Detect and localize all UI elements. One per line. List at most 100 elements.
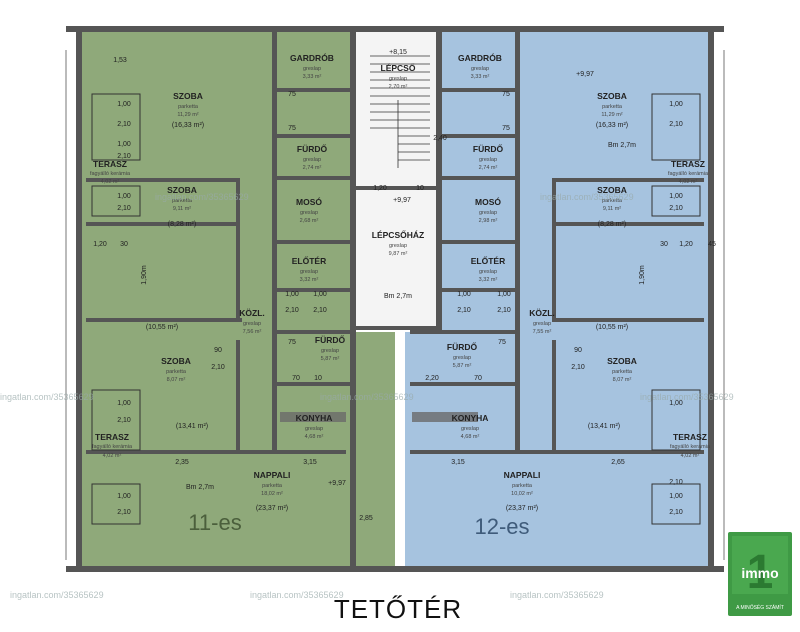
watermark: ingatlan.com/35365629 — [510, 590, 604, 600]
svg-text:3,15: 3,15 — [303, 459, 317, 466]
room-left-szoba-1: SZOBA parketta 11,29 m² (16,33 m²) — [172, 91, 204, 129]
svg-text:parketta: parketta — [172, 198, 193, 204]
svg-text:greslap: greslap — [303, 66, 321, 72]
svg-text:4,02 m²: 4,02 m² — [681, 453, 700, 459]
svg-text:fagyálló kerámia: fagyálló kerámia — [668, 171, 709, 177]
room-left-furdo-2: FÜRDŐ greslap 5,87 m² — [315, 334, 346, 362]
svg-text:75: 75 — [502, 125, 510, 132]
svg-text:5,87 m²: 5,87 m² — [321, 356, 340, 362]
svg-text:(8,28 m²): (8,28 m²) — [168, 221, 196, 228]
unit-label-11: 11-es — [188, 510, 241, 535]
svg-text:FÜRDŐ: FÜRDŐ — [315, 334, 346, 345]
svg-text:NAPPALI: NAPPALI — [254, 470, 291, 480]
logo-tagline: A MINŐSÉG SZÁMÍT — [736, 604, 784, 611]
room-lepcsohaz: LÉPCSŐHÁZ greslap 9,87 m² — [372, 229, 424, 257]
svg-text:11,29 m²: 11,29 m² — [177, 112, 198, 118]
svg-text:2,65: 2,65 — [611, 459, 625, 466]
elevation-center: +9,97 — [393, 197, 411, 204]
svg-text:(23,37 m²): (23,37 m²) — [506, 505, 538, 512]
svg-text:8,07 m²: 8,07 m² — [613, 377, 632, 383]
room-right-gardrob: GARDRÓB greslap 3,33 m² — [458, 52, 502, 80]
room-right-kozl: KÖZL. greslap 7,55 m² — [529, 308, 555, 335]
svg-text:parketta: parketta — [612, 369, 633, 375]
area-label-left: (10,55 m²) — [146, 324, 178, 331]
svg-text:18,02 m²: 18,02 m² — [261, 491, 283, 497]
svg-text:parketta: parketta — [166, 369, 187, 375]
room-right-furdo-2: FÜRDŐ greslap 5,87 m² — [447, 341, 478, 369]
room-left-terasz-1: TERASZ fagyálló kerámia 4,02 m² — [90, 159, 131, 185]
svg-text:70: 70 — [292, 375, 300, 382]
svg-text:parketta: parketta — [262, 483, 283, 489]
watermark: ingatlan.com/35365629 — [320, 392, 414, 402]
svg-text:75: 75 — [288, 339, 296, 346]
watermark: ingatlan.com/35365629 — [540, 192, 634, 202]
elevation-top-center: +8,15 — [389, 49, 407, 56]
svg-text:1,00: 1,00 — [669, 493, 683, 500]
svg-text:greslap: greslap — [243, 321, 261, 327]
svg-text:1,00: 1,00 — [117, 493, 131, 500]
svg-text:5,87 m²: 5,87 m² — [453, 363, 472, 369]
svg-text:45: 45 — [708, 241, 716, 248]
dim-top-left: 1,53 — [113, 57, 127, 64]
svg-text:FÜRDŐ: FÜRDŐ — [297, 143, 328, 154]
svg-text:greslap: greslap — [453, 355, 471, 361]
svg-text:1,00: 1,00 — [669, 101, 683, 108]
unit-12-zone — [405, 30, 712, 570]
svg-text:parketta: parketta — [602, 198, 623, 204]
svg-text:10: 10 — [314, 375, 322, 382]
svg-text:75: 75 — [288, 125, 296, 132]
outer-wall-bottom — [66, 566, 724, 572]
height-label-right: 1,90m — [639, 265, 646, 285]
ceiling-height-top-right: Bm 2,7m — [608, 142, 636, 149]
area-label-right-lower: (13,41 m²) — [588, 423, 620, 430]
svg-text:LÉPCSŐ: LÉPCSŐ — [381, 62, 416, 73]
svg-text:greslap: greslap — [389, 243, 407, 249]
svg-text:greslap: greslap — [305, 426, 323, 432]
svg-text:greslap: greslap — [479, 269, 497, 275]
svg-text:2,10: 2,10 — [117, 205, 131, 212]
svg-text:2,10: 2,10 — [669, 479, 683, 486]
svg-text:2,10: 2,10 — [669, 509, 683, 516]
room-right-szoba-2: SZOBA parketta 9,11 m² (8,28 m²) — [597, 185, 627, 228]
svg-text:10: 10 — [416, 185, 424, 192]
svg-text:75: 75 — [288, 91, 296, 98]
stairs-top — [370, 55, 430, 168]
svg-text:ELŐTÉR: ELŐTÉR — [292, 255, 326, 266]
svg-text:2,70 m²: 2,70 m² — [389, 84, 408, 90]
svg-text:4,02 m²: 4,02 m² — [103, 453, 122, 459]
svg-text:parketta: parketta — [512, 483, 533, 489]
height-label-left: 1,90m — [141, 265, 148, 285]
svg-text:TERASZ: TERASZ — [93, 159, 127, 169]
svg-text:3,33 m²: 3,33 m² — [471, 74, 490, 80]
dimension-labels: 1,00 2,10 1,00 2,10 1,00 2,10 1,20 30 90… — [93, 91, 716, 522]
svg-text:(8,28 m²): (8,28 m²) — [598, 221, 626, 228]
svg-text:greslap: greslap — [389, 76, 407, 82]
outer-wall-top — [66, 26, 724, 32]
svg-text:10,02 m²: 10,02 m² — [511, 491, 533, 497]
svg-text:greslap: greslap — [300, 210, 318, 216]
unit-label-12: 12-es — [474, 514, 529, 539]
svg-text:greslap: greslap — [461, 426, 479, 432]
svg-text:2,20: 2,20 — [425, 375, 439, 382]
svg-text:2,10: 2,10 — [117, 121, 131, 128]
svg-text:3,33 m²: 3,33 m² — [303, 74, 322, 80]
elevation-top-right: +9,97 — [576, 71, 594, 78]
svg-text:GARDRÓB: GARDRÓB — [458, 52, 502, 63]
room-left-konyha: KONYHA greslap 4,68 m² — [296, 413, 333, 440]
room-left-furdo-1: FÜRDŐ greslap 2,74 m² — [297, 143, 328, 171]
svg-text:fagyálló kerámia: fagyálló kerámia — [92, 444, 133, 450]
area-label-right: (10,55 m²) — [596, 324, 628, 331]
room-left-eloter: ELŐTÉR greslap 3,32 m² — [292, 255, 326, 283]
outer-wall-left — [76, 26, 82, 572]
svg-text:75: 75 — [498, 339, 506, 346]
svg-text:GARDRÓB: GARDRÓB — [290, 52, 334, 63]
room-right-nappali: NAPPALI parketta 10,02 m² (23,37 m²) — [504, 470, 541, 512]
svg-text:TERASZ: TERASZ — [673, 432, 707, 442]
svg-text:greslap: greslap — [479, 157, 497, 163]
svg-text:9,11 m²: 9,11 m² — [603, 206, 621, 212]
svg-text:SZOBA: SZOBA — [161, 356, 191, 366]
svg-text:1,20: 1,20 — [679, 241, 693, 248]
svg-text:fagyálló kerámia: fagyálló kerámia — [90, 171, 131, 177]
svg-text:NAPPALI: NAPPALI — [504, 470, 541, 480]
svg-text:greslap: greslap — [321, 348, 339, 354]
